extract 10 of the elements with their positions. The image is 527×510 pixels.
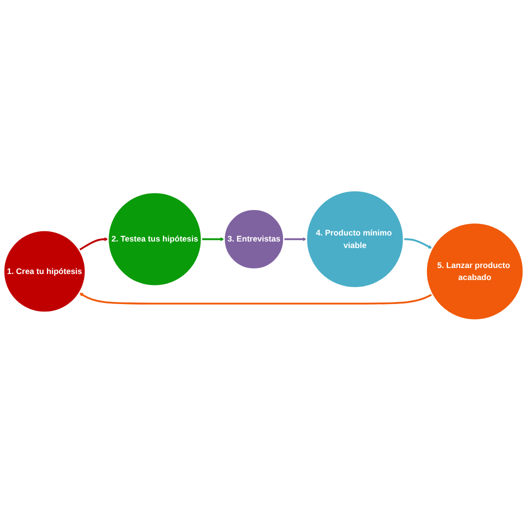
node-circle: 5. Lanzar producto acabado [426,222,524,320]
arrow [284,236,307,241]
node-circle: 1. Crea tu hipótesis [2,230,86,313]
arrow [404,238,432,248]
node-circle: 4. Producto mínimo viable [306,190,404,288]
arrow [79,292,432,304]
node-circle: 2. Testea tus hipótesis [107,192,202,286]
arrow [78,236,108,250]
arrow [202,236,224,241]
node-circle: 3. Entrevistas [223,208,284,270]
